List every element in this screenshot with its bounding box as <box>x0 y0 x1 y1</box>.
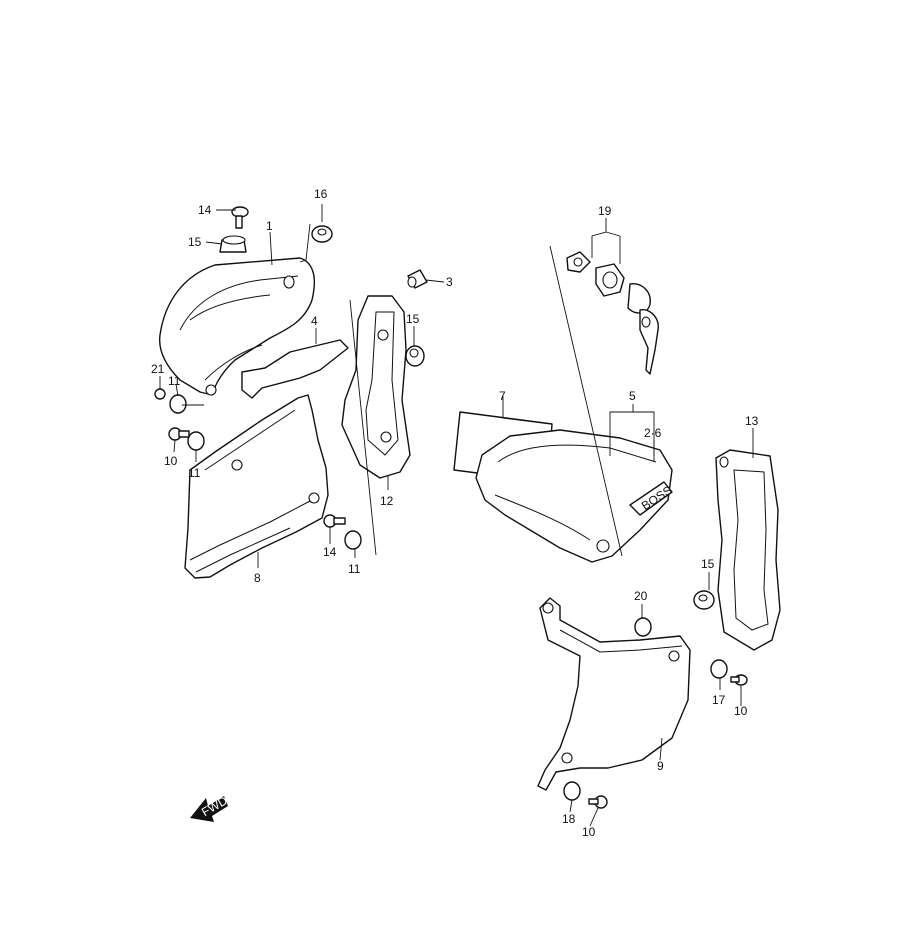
part-1-frame-cover <box>158 257 316 396</box>
part-8-side-cover <box>184 394 329 579</box>
callout-8: 8 <box>254 571 261 585</box>
part-18-bush <box>563 781 581 801</box>
part-16-grommet <box>311 225 333 243</box>
callout-15-a: 15 <box>188 235 202 249</box>
callout-12: 12 <box>380 494 394 508</box>
callout-7: 7 <box>499 389 506 403</box>
part-17-bush <box>710 659 728 679</box>
part-3-pin <box>407 269 428 289</box>
callout-17: 17 <box>712 693 726 707</box>
callout-10-c: 10 <box>582 825 596 839</box>
part-14-screw-b <box>323 514 346 528</box>
callout-4: 4 <box>311 314 318 328</box>
part-11-bush-c <box>344 530 362 550</box>
callout-14-a: 14 <box>198 203 212 217</box>
part-21-screw <box>154 388 166 400</box>
callout-9: 9 <box>657 759 664 773</box>
callout-1: 1 <box>266 219 273 233</box>
callout-11-b: 11 <box>188 466 201 480</box>
leader-lines <box>159 204 754 827</box>
callout-10-a: 10 <box>164 454 178 468</box>
callout-21: 21 <box>151 362 165 376</box>
fwd-arrow: FWD <box>190 793 230 822</box>
part-14-screw-a <box>231 206 249 229</box>
callout-16: 16 <box>314 187 328 201</box>
part-15-grommet-b <box>405 345 425 367</box>
part-20-bush <box>634 617 652 637</box>
part-10-screw-b <box>730 674 748 686</box>
part-12-bracket <box>341 295 411 479</box>
callout-14-b: 14 <box>323 545 337 559</box>
part-9-side-cover <box>537 597 691 791</box>
part-4-gasket <box>241 339 349 399</box>
part-11-bush-a <box>169 394 187 414</box>
callout-10-b: 10 <box>734 704 748 718</box>
callout-11-a: 11 <box>168 374 181 388</box>
callout-2-6: 2·6 <box>644 426 662 440</box>
part-13-bracket <box>715 449 781 651</box>
part-11-bush-b <box>187 431 205 451</box>
callout-19: 19 <box>598 204 612 218</box>
part-10-screw-a <box>168 427 190 441</box>
part-15-grommet-a <box>219 235 247 253</box>
fwd-label: FWD <box>199 793 230 819</box>
part-15-grommet-c <box>693 590 715 610</box>
callout-3: 3 <box>446 275 453 289</box>
callout-labels: 1 2·6 3 4 5 7 8 9 10 10 10 11 11 11 12 1… <box>151 187 759 839</box>
callout-15-b: 15 <box>406 312 420 326</box>
part-5-frame-cover: BOSS <box>475 429 674 563</box>
part-10-screw-c <box>588 795 608 809</box>
callout-20: 20 <box>634 589 648 603</box>
part-19-lock-set <box>566 251 659 375</box>
callout-11-c: 11 <box>348 562 361 576</box>
callout-5: 5 <box>629 389 636 403</box>
callout-13: 13 <box>745 414 759 428</box>
callout-15-c: 15 <box>701 557 715 571</box>
callout-18: 18 <box>562 812 576 826</box>
